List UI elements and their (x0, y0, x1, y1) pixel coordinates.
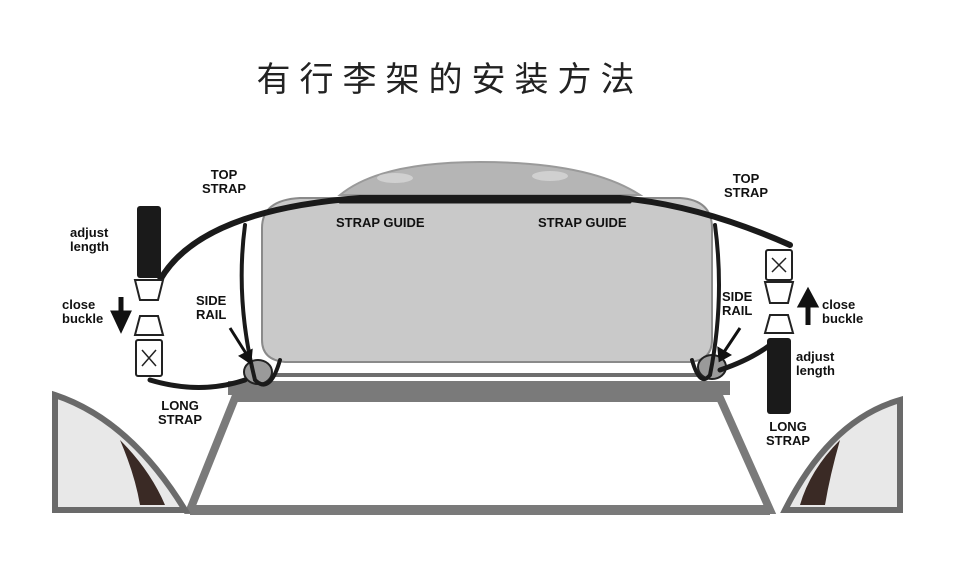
label-strap-guide-right: STRAP GUIDE (538, 215, 627, 230)
label-close-buckle-right: close buckle (822, 297, 864, 326)
cargo-bag (261, 160, 713, 377)
label-adjust-length-left: adjust length (70, 225, 109, 254)
label-side-rail-right: SIDE RAIL (722, 289, 753, 318)
label-top-strap-left: TOP STRAP (202, 167, 247, 196)
label-strap-guide-left: STRAP GUIDE (336, 215, 425, 230)
close-buckle-arrow-left (110, 297, 132, 334)
left-fender (52, 390, 191, 513)
label-long-strap-left: LONG STRAP (158, 398, 203, 427)
label-adjust-length-right: adjust length (796, 349, 835, 378)
right-fender (780, 396, 903, 513)
label-side-rail-left: SIDE RAIL (196, 293, 227, 322)
car-roof (184, 381, 777, 515)
side-rail-arrows (228, 327, 742, 365)
label-long-strap-right: LONG STRAP (766, 419, 811, 448)
page-title: 有行李架的安装方法 (256, 60, 644, 100)
left-buckle-assembly (110, 206, 165, 377)
close-buckle-arrow-right (796, 286, 820, 325)
right-buckle-assembly (763, 249, 820, 414)
label-top-strap-right: TOP STRAP (724, 171, 769, 200)
label-close-buckle-left: close buckle (62, 297, 104, 326)
